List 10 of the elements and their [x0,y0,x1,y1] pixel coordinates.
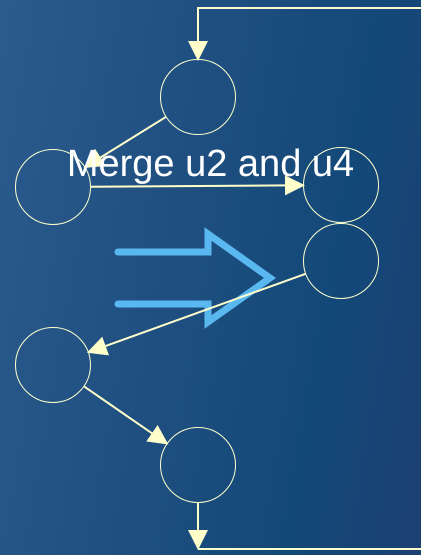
circle-node [15,327,91,403]
circle-node [303,223,379,299]
circle-node [303,147,379,223]
arrow [188,503,208,550]
circle-node [160,59,236,135]
arrow [188,7,421,61]
arrow [86,272,306,356]
circle-node [160,427,236,503]
arrow [84,386,168,445]
arrow [91,175,305,196]
